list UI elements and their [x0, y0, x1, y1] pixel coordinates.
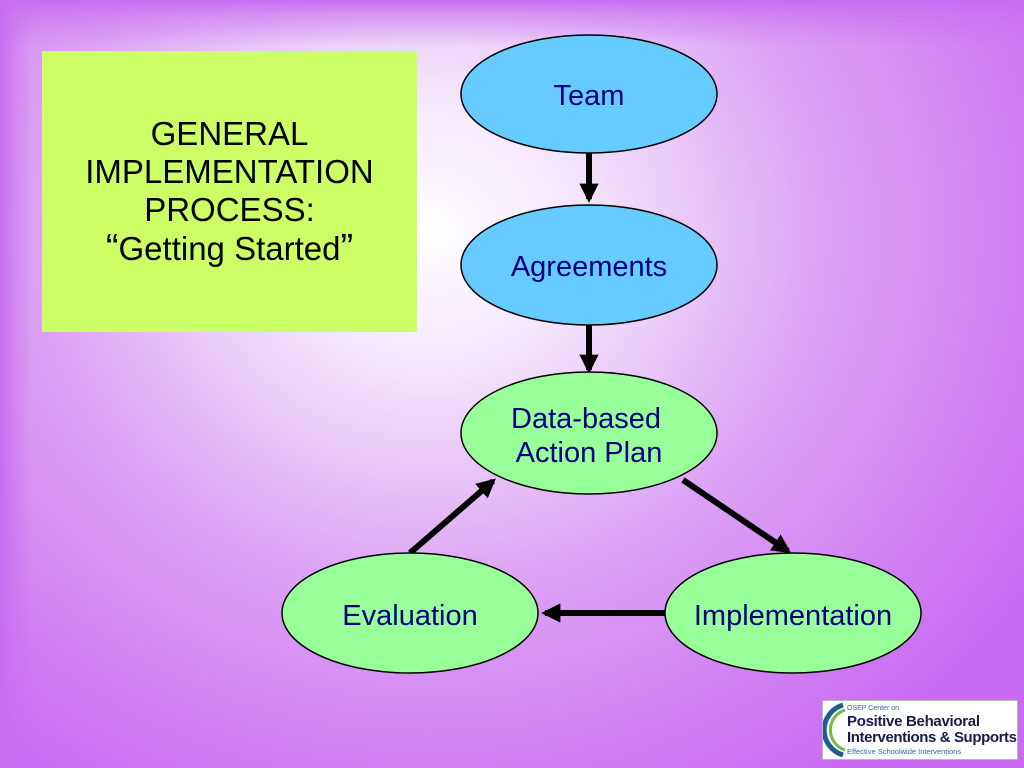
title-line-4: “Getting Started”: [106, 229, 353, 268]
node-action-plan: [460, 371, 718, 495]
node-implementation-label: Implementation: [693, 600, 893, 632]
title-line-2: IMPLEMENTATION: [85, 153, 374, 190]
pbis-logo-line-1: OSEP Center on: [847, 705, 900, 712]
node-action-plan-label: Data-based Action Plan: [510, 402, 663, 470]
title-box: GENERAL IMPLEMENTATION PROCESS: “Getting…: [42, 51, 417, 332]
node-evaluation: [281, 552, 539, 674]
pbis-logo-line-2: Positive Behavioral: [847, 713, 980, 730]
pbis-logo-line-4: Effective Schoolwide Interventions: [847, 747, 962, 756]
node-agreements-label: Agreements: [510, 251, 668, 283]
title-line-1: GENERAL: [150, 115, 309, 152]
node-evaluation-label: Evaluation: [342, 600, 478, 632]
node-action-plan-label-line-2: Action Plan: [515, 437, 663, 469]
open-quote: “: [105, 227, 119, 269]
arrow-evaluation-to-action-plan: [408, 478, 496, 556]
node-implementation: [664, 552, 922, 674]
pbis-logo: OSEP Center on Positive Behavioral Inter…: [822, 700, 1018, 760]
pbis-logo-arc-icon: [823, 702, 846, 758]
node-team: [460, 34, 718, 154]
title-line-3: PROCESS:: [144, 191, 315, 228]
arrow-action-plan-to-implementation: [681, 477, 792, 554]
close-quote: ”: [340, 227, 354, 269]
title-subtitle: Getting Started: [118, 230, 341, 267]
slide-frame-top: [0, 0, 1024, 46]
node-agreements: [460, 204, 718, 326]
node-team-label: Team: [553, 80, 625, 112]
slide-frame-left: [0, 0, 32, 768]
node-action-plan-label-line-1: Data-based: [511, 403, 661, 435]
pbis-logo-line-3: Interventions & Supports: [847, 729, 1017, 746]
